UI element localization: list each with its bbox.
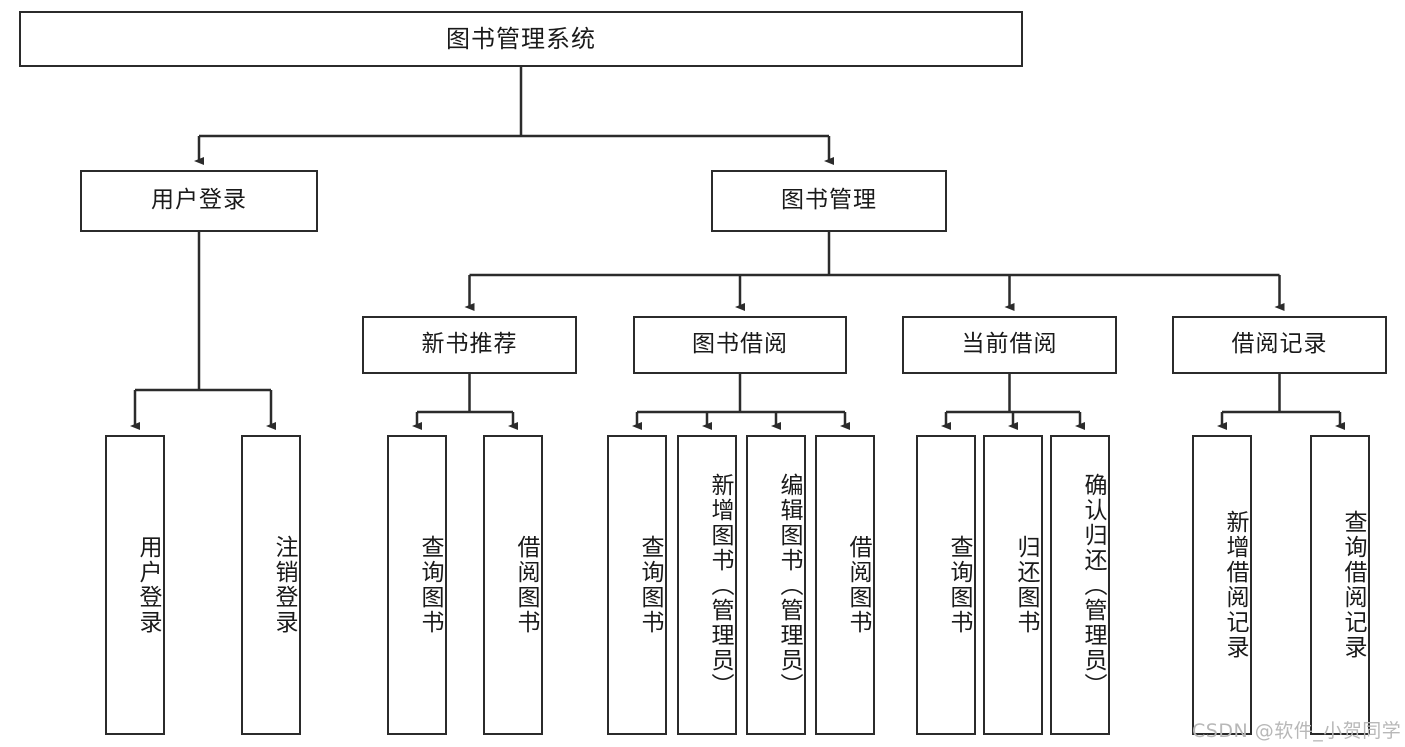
node-book-borrow[interactable]: 图书借阅	[633, 316, 847, 374]
node-leaf-borrow-add[interactable]: 新增图书（管理员）	[677, 435, 737, 735]
node-label: 查询借阅记录	[1340, 510, 1366, 660]
node-label: 新增图书（管理员）	[707, 472, 733, 698]
node-label: 确认归还（管理员）	[1080, 472, 1106, 698]
node-label: 借阅图书	[845, 535, 871, 635]
node-book-manage[interactable]: 图书管理	[711, 170, 947, 232]
node-label: 查询图书	[417, 535, 443, 635]
node-label: 归还图书	[1013, 535, 1039, 635]
csdn-watermark: CSDN @软件_小贺同学	[1192, 720, 1402, 742]
node-label: 借阅记录	[1231, 331, 1328, 358]
node-current-borrow[interactable]: 当前借阅	[902, 316, 1117, 374]
node-leaf-cur-confirm[interactable]: 确认归还（管理员）	[1050, 435, 1110, 735]
node-leaf-cur-return[interactable]: 归还图书	[983, 435, 1043, 735]
node-leaf-borrow-edit[interactable]: 编辑图书（管理员）	[746, 435, 806, 735]
node-root[interactable]: 图书管理系统	[19, 11, 1023, 67]
node-leaf-rec-add[interactable]: 新增借阅记录	[1192, 435, 1252, 735]
node-leaf-rec-borrow[interactable]: 借阅图书	[483, 435, 543, 735]
node-label: 新书推荐	[421, 331, 518, 358]
node-leaf-user-logout[interactable]: 注销登录	[241, 435, 301, 735]
node-borrow-record[interactable]: 借阅记录	[1172, 316, 1387, 374]
node-label: 编辑图书（管理员）	[776, 472, 802, 698]
node-label: 新增借阅记录	[1222, 510, 1248, 660]
node-user-login[interactable]: 用户登录	[80, 170, 318, 232]
node-label: 借阅图书	[513, 535, 539, 635]
node-label: 查询图书	[637, 535, 663, 635]
node-label: 用户登录	[151, 187, 247, 214]
node-new-book-rec[interactable]: 新书推荐	[362, 316, 577, 374]
node-label: 用户登录	[135, 535, 161, 635]
node-label: 查询图书	[946, 535, 972, 635]
node-leaf-rec-search[interactable]: 查询借阅记录	[1310, 435, 1370, 735]
node-label: 图书借阅	[692, 331, 788, 358]
node-leaf-borrow-do[interactable]: 借阅图书	[815, 435, 875, 735]
node-label: 注销登录	[271, 535, 297, 635]
node-label: 当前借阅	[961, 331, 1058, 358]
node-label: 图书管理	[781, 187, 877, 214]
node-leaf-borrow-query[interactable]: 查询图书	[607, 435, 667, 735]
node-leaf-rec-query[interactable]: 查询图书	[387, 435, 447, 735]
node-leaf-cur-query[interactable]: 查询图书	[916, 435, 976, 735]
node-label: 图书管理系统	[446, 24, 596, 53]
node-leaf-user-login[interactable]: 用户登录	[105, 435, 165, 735]
